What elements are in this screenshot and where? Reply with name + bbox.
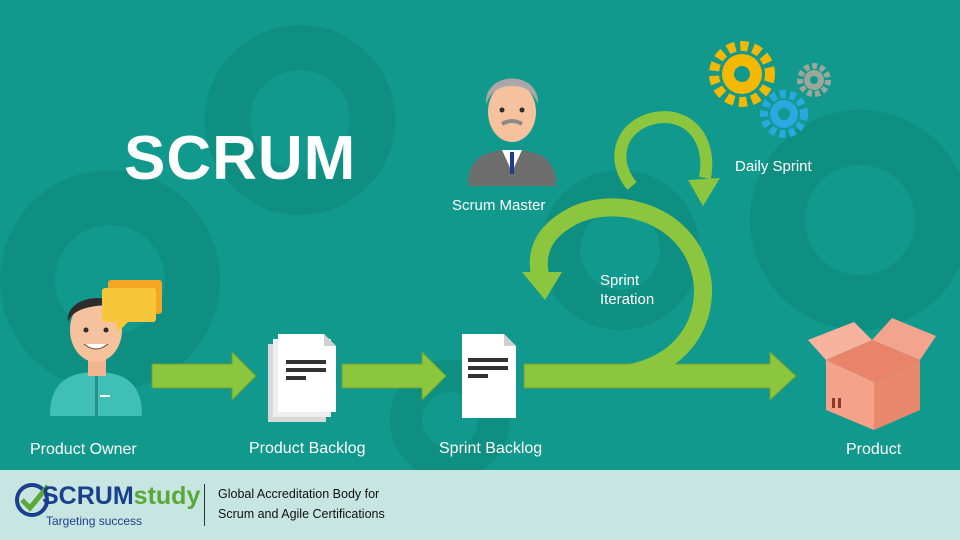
logo-part2: study	[133, 482, 201, 510]
flow-graphics	[50, 41, 936, 430]
accreditation-line-2: Scrum and Agile Certifications	[218, 507, 385, 521]
scrumstudy-logo: SCRUMstudy	[42, 484, 200, 509]
logo-part1: SCRUM	[42, 482, 134, 510]
gear-icon	[797, 63, 831, 97]
label-product-backlog: Product Backlog	[249, 440, 366, 457]
label-sprint: Sprint	[600, 272, 640, 289]
label-daily-sprint: Daily Sprint	[735, 158, 812, 175]
footer-bar: SCRUMstudy Targeting success Global Accr…	[0, 470, 960, 540]
sprint-iteration-loop	[529, 198, 712, 385]
arrow-backlog-to-sprint	[341, 350, 447, 402]
label-iteration: Iteration	[600, 291, 655, 308]
label-product: Product	[846, 441, 902, 458]
footer-divider	[204, 484, 205, 526]
sprint-loop-arrowhead	[522, 272, 562, 300]
gear-icon	[760, 90, 808, 138]
arrow-sprint-to-product	[523, 350, 797, 402]
accreditation-line-1: Global Accreditation Body for	[218, 487, 380, 501]
arrow-owner-to-backlog	[151, 350, 257, 402]
daily-loop-arrowhead	[688, 178, 720, 206]
diagram-area: SCRUM	[0, 0, 960, 470]
label-sprint-backlog: Sprint Backlog	[439, 440, 543, 457]
daily-sprint-gears-icon	[709, 41, 831, 138]
scrum-master-figure	[468, 78, 556, 186]
sprint-backlog-document-icon	[462, 334, 516, 418]
logo-checkmark-icon	[15, 483, 50, 517]
product-backlog-document-icon	[268, 334, 336, 422]
speech-bubble-icon	[102, 280, 162, 332]
product-box-icon	[808, 318, 936, 430]
page-title: SCRUM	[124, 124, 357, 193]
gear-icon	[709, 41, 775, 107]
label-product-owner: Product Owner	[30, 441, 137, 458]
label-scrum-master: Scrum Master	[452, 197, 546, 214]
logo-tagline: Targeting success	[46, 514, 143, 528]
daily-loop	[614, 111, 713, 190]
